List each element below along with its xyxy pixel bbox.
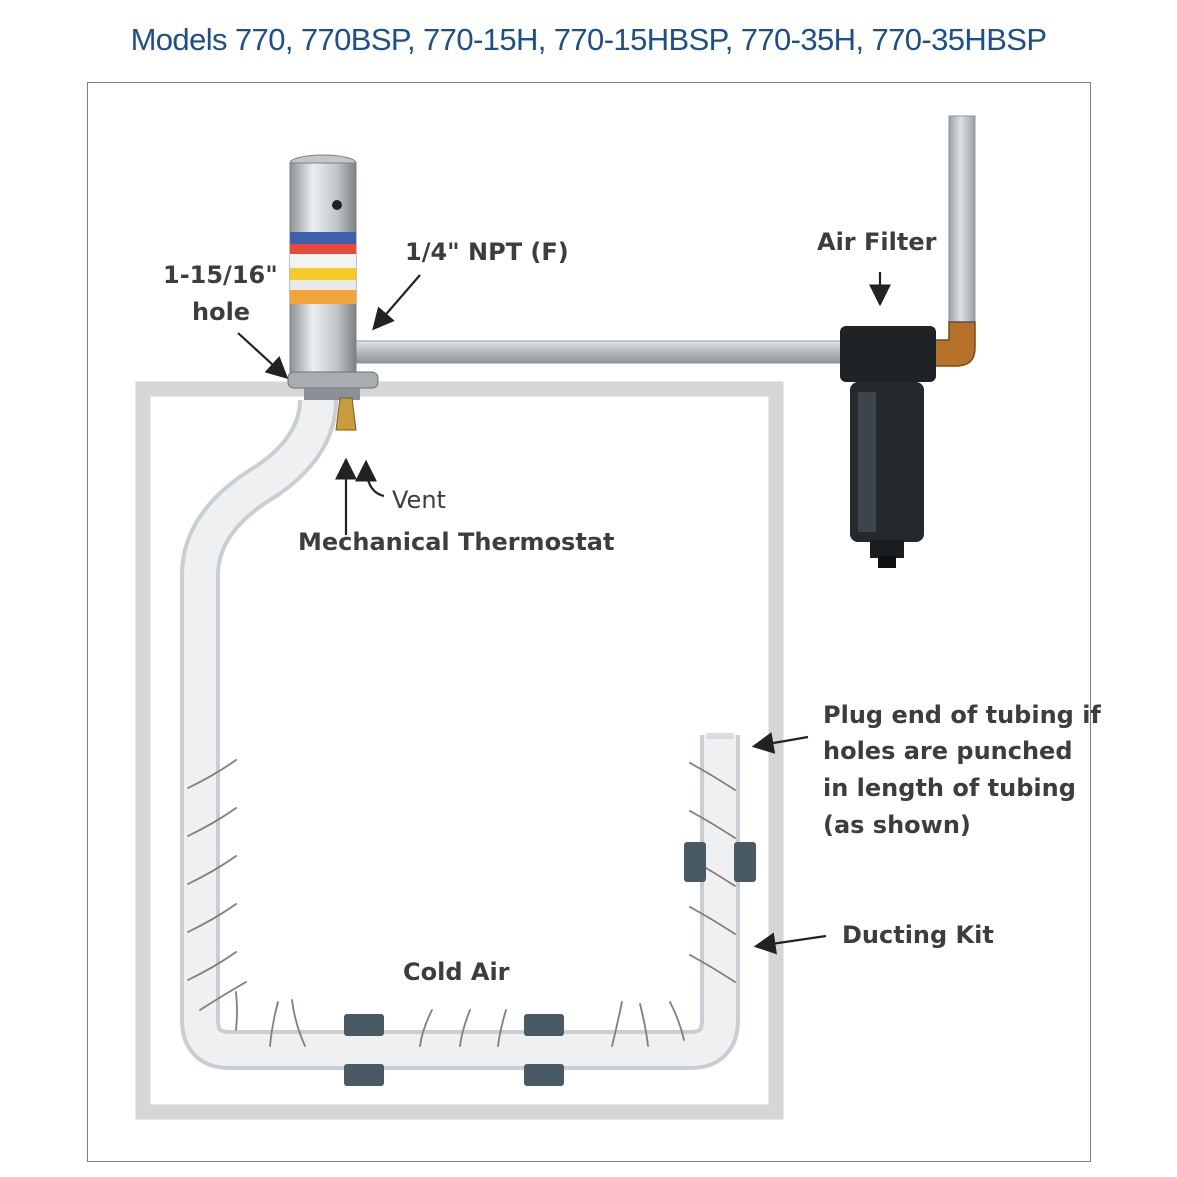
air-filter [840, 326, 936, 568]
hole-size-label-line2: hole [192, 298, 250, 326]
brass-elbow [934, 321, 976, 367]
plug-note-line3: in length of tubing [823, 774, 1076, 802]
air-filter-label: Air Filter [817, 228, 937, 256]
npt-label: 1/4" NPT (F) [405, 238, 569, 266]
mechanical-thermostat-label: Mechanical Thermostat [298, 528, 614, 556]
duct-clamps [344, 842, 756, 1086]
cold-air-streams [187, 759, 736, 1047]
compressed-air-pipe [353, 340, 845, 364]
enclosure-wall [135, 381, 784, 1120]
hole-size-label-line1: 1-15/16" [163, 261, 278, 289]
plug-note-line4: (as shown) [823, 811, 971, 839]
leader-lines [237, 272, 891, 955]
vortex-cooler [287, 154, 379, 431]
supply-pipe-vertical [948, 115, 976, 329]
vent-label: Vent [392, 486, 446, 514]
plug-note-line1: Plug end of tubing if [823, 701, 1101, 729]
ducting-kit-label: Ducting Kit [842, 921, 994, 949]
page-title: Models 770, 770BSP, 770-15H, 770-15HBSP,… [130, 22, 1047, 57]
ducting-tubing [180, 399, 740, 1070]
diagram-frame [87, 82, 1091, 1162]
plug-note-line2: holes are punched [823, 737, 1073, 765]
cold-air-label: Cold Air [403, 958, 510, 986]
